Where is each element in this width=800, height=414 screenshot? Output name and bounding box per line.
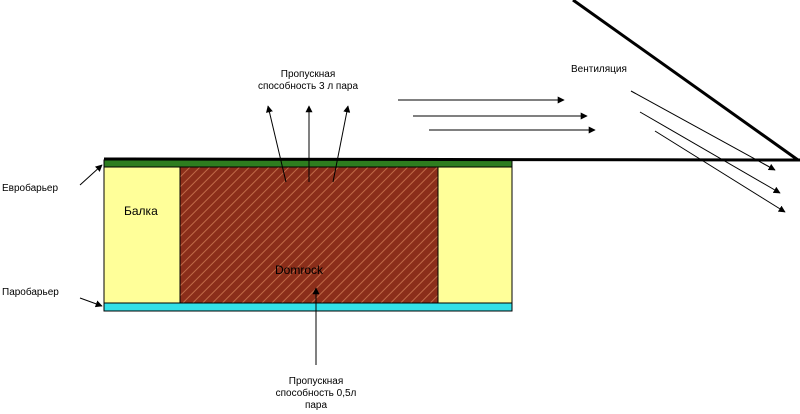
insulation-block <box>179 166 439 304</box>
ventilation-diagonal-arrow-2 <box>639 111 781 194</box>
eurobarrier-label: Евробарьер <box>2 183 59 194</box>
vapor-up-arrow-left <box>266 105 287 183</box>
eurobarrier-pointer-arrow <box>79 164 103 186</box>
vapor-barrier-pointer-arrow <box>79 297 103 308</box>
vapor-barrier-layer <box>103 302 513 312</box>
beam-label: Балка <box>124 204 158 218</box>
vapor-barrier-label: Паробарьер <box>2 287 59 298</box>
ventilation-label: Вентиляция <box>571 64 627 75</box>
ventilation-diagonal-arrow-1 <box>630 90 776 171</box>
roof-slope-line <box>572 0 799 162</box>
bottom-throughput-line-1: Пропускная <box>288 376 344 387</box>
roof-top-line <box>103 157 800 162</box>
top-throughput-line-2: способность 3 л пара <box>257 81 359 92</box>
top-throughput-label: Пропускная способность 3 л пара <box>228 69 388 93</box>
vapor-up-arrow-right <box>332 105 351 183</box>
ventilation-diagonal-arrow-3 <box>654 130 786 213</box>
bottom-throughput-line-3: пара <box>304 400 328 411</box>
top-throughput-line-1: Пропускная <box>280 69 336 80</box>
bottom-throughput-label: Пропускная способность 0,5л пара <box>260 376 372 412</box>
eurobarrier-layer <box>103 159 513 168</box>
insulation-label: Domrock <box>275 263 324 277</box>
bottom-throughput-line-2: способность 0,5л <box>275 388 357 399</box>
